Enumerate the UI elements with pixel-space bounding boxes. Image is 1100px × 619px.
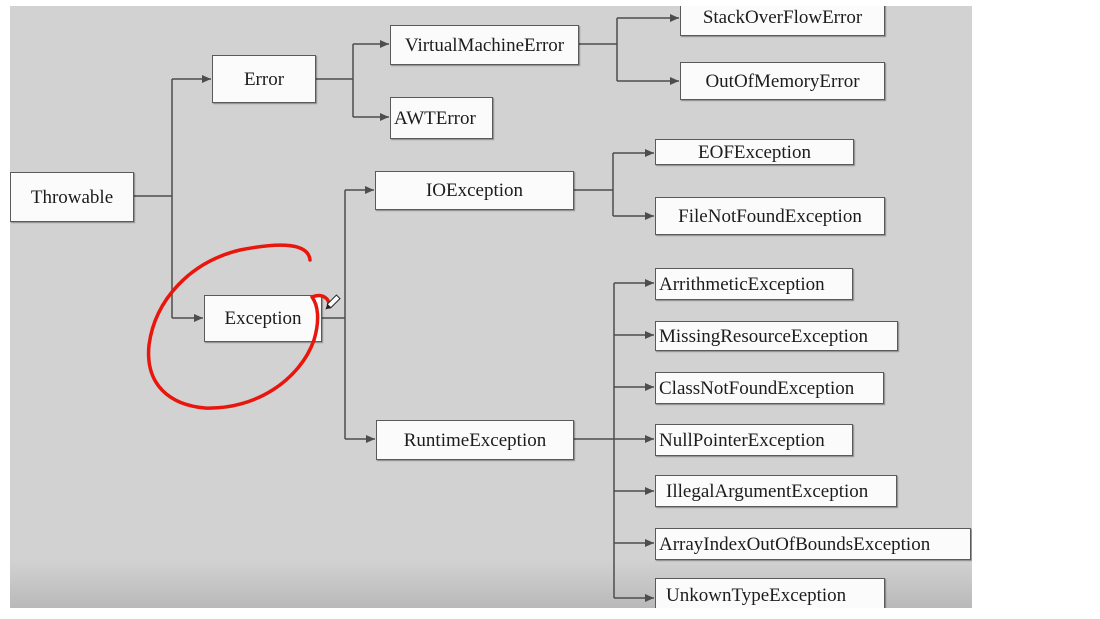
node-virtual-machine-error: VirtualMachineError <box>390 25 579 65</box>
node-missing-resource-exception: MissingResourceException <box>655 321 898 351</box>
node-io-exception: IOException <box>375 171 574 210</box>
node-array-index-out-of-bounds-exception: ArrayIndexOutOfBoundsException <box>655 528 971 560</box>
node-throwable: Throwable <box>10 172 134 222</box>
node-null-pointer-exception: NullPointerException <box>655 424 853 456</box>
node-illegal-argument-exception: IllegalArgumentException <box>655 475 897 507</box>
node-eof-exception: EOFException <box>655 139 854 165</box>
node-file-not-found-exception: FileNotFoundException <box>655 197 885 235</box>
node-class-not-found-exception: ClassNotFoundException <box>655 372 884 404</box>
node-unkown-type-exception: UnkownTypeException <box>655 578 885 608</box>
node-awt-error: AWTError <box>390 97 493 139</box>
node-stack-overflow-error: StackOverFlowError <box>680 6 885 36</box>
diagram-canvas: Throwable Error Exception VirtualMachine… <box>10 6 972 608</box>
connector-lines <box>134 14 679 602</box>
node-arrithmetic-exception: ArrithmeticException <box>655 268 853 300</box>
node-runtime-exception: RuntimeException <box>376 420 574 460</box>
node-exception: Exception <box>204 295 322 342</box>
node-error: Error <box>212 55 316 103</box>
node-out-of-memory-error: OutOfMemoryError <box>680 62 885 100</box>
